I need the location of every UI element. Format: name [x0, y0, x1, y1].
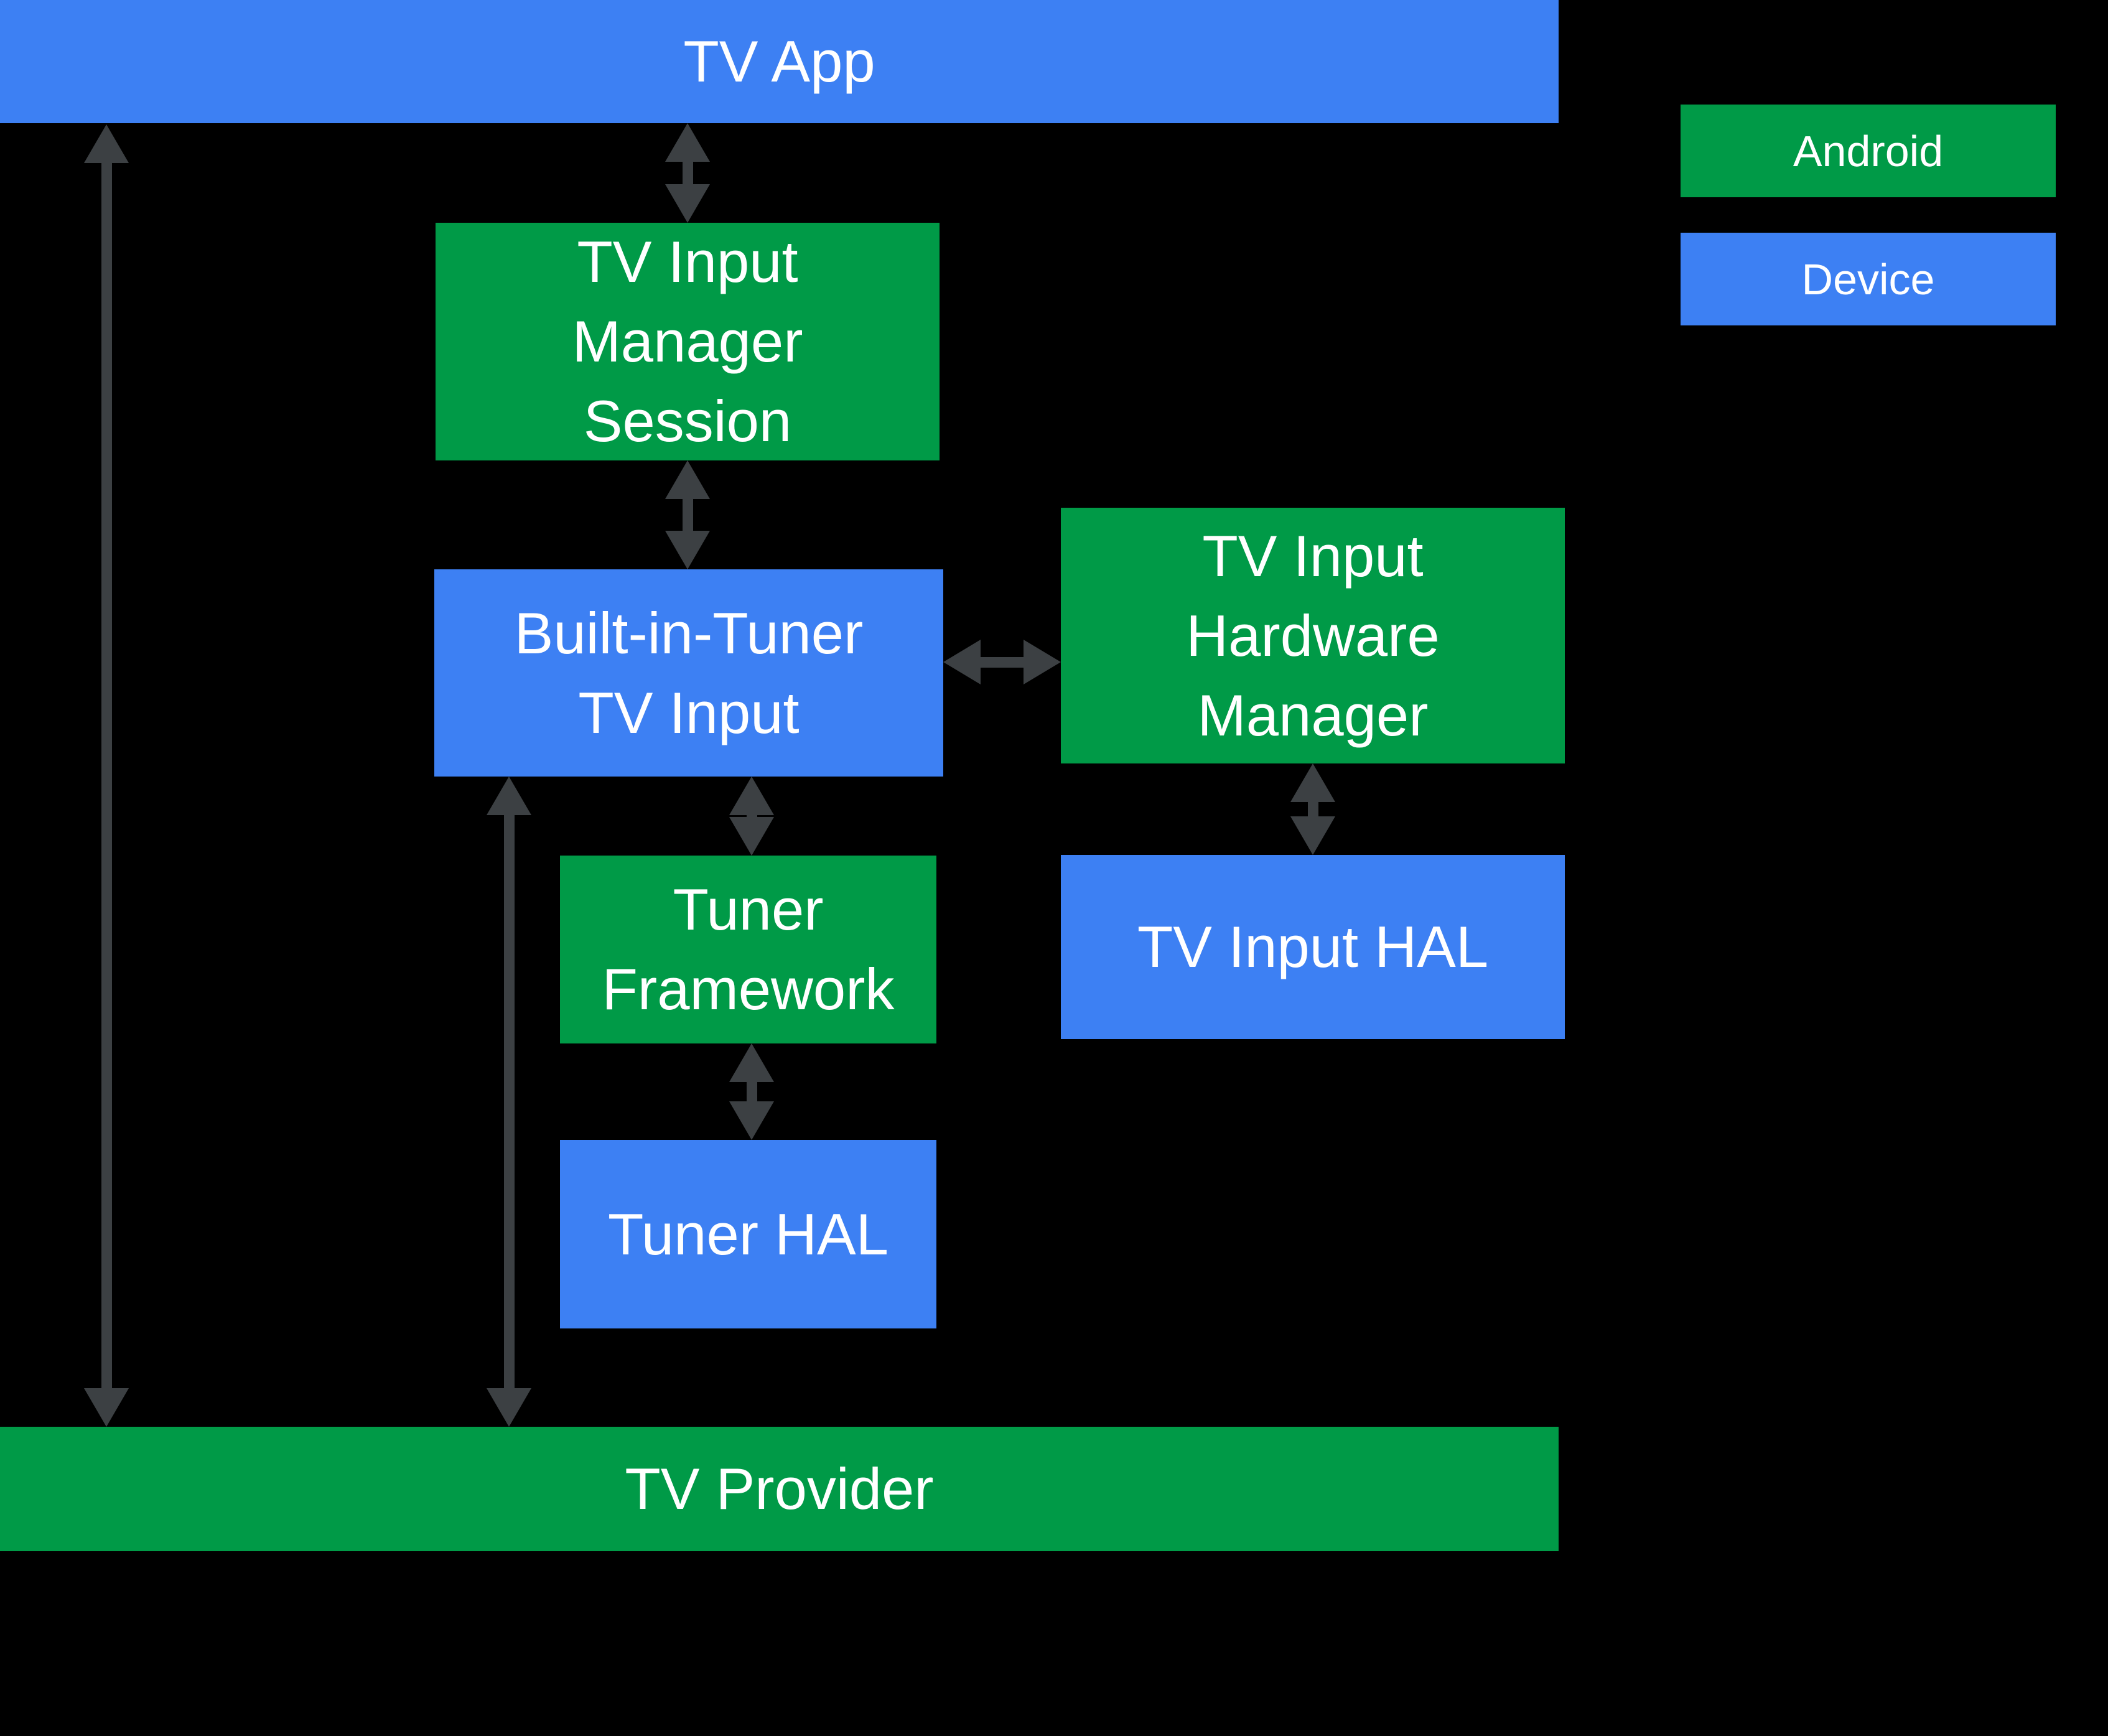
- node-tv-app-label: TV App: [683, 29, 875, 94]
- arrow-tvims-built-in-tuner: [665, 460, 710, 569]
- node-tv-input-hardware-manager-label-line: Manager: [1197, 682, 1429, 748]
- arrow-down-icon: [665, 531, 710, 569]
- node-tv-provider: TV Provider: [0, 1427, 1559, 1551]
- arrow-down-icon: [729, 1101, 774, 1140]
- arrow-tv-app-tv-input-manager-session: [665, 123, 710, 223]
- arrow-down-icon: [487, 1388, 531, 1427]
- node-built-in-tuner-tv-input-label-line: Built-in-Tuner: [514, 600, 864, 666]
- arrow-up-icon: [665, 123, 710, 162]
- legend-android-label: Android: [1793, 126, 1944, 175]
- arrow-built-in-tuner-tv-provider: [487, 777, 531, 1427]
- arrow-right-icon: [1024, 640, 1061, 684]
- node-tuner-framework-label-line: Framework: [602, 956, 895, 1022]
- node-tv-input-hal: TV Input HAL: [1061, 855, 1565, 1039]
- arrow-up-icon: [487, 777, 531, 815]
- arrow-built-in-tuner-tvihm: [943, 640, 1061, 684]
- arrow-down-icon: [84, 1388, 129, 1427]
- arrow-left-icon: [943, 640, 981, 684]
- node-tv-input-manager-session-label-line: Manager: [572, 309, 803, 374]
- node-tv-app: TV App: [0, 0, 1559, 123]
- arrow-built-in-tuner-tuner-framework: [729, 777, 774, 856]
- arrow-up-icon: [665, 460, 710, 499]
- node-built-in-tuner-tv-input: Built-in-Tuner TV Input: [434, 569, 943, 777]
- node-tuner-hal: Tuner HAL: [560, 1140, 936, 1328]
- node-tv-provider-label: TV Provider: [625, 1456, 934, 1521]
- node-tv-input-hardware-manager: TV Input Hardware Manager: [1061, 508, 1565, 763]
- arrow-down-icon: [1290, 816, 1335, 855]
- arrow-down-icon: [665, 184, 710, 223]
- arrow-up-icon: [1290, 763, 1335, 802]
- node-tv-input-manager-session-label-line: TV Input: [577, 229, 798, 294]
- node-tv-input-manager-session: TV Input Manager Session: [436, 223, 940, 460]
- node-tv-input-hal-label: TV Input HAL: [1137, 914, 1489, 979]
- node-tv-input-hardware-manager-label-line: Hardware: [1186, 602, 1440, 668]
- node-tuner-framework-label-line: Tuner: [673, 877, 824, 942]
- arrow-down-icon: [729, 817, 774, 856]
- node-tuner-hal-label: Tuner HAL: [607, 1201, 889, 1267]
- legend-device-box: Device: [1681, 233, 2056, 325]
- node-tv-input-manager-session-label-line: Session: [583, 388, 792, 454]
- arrow-tv-app-tv-provider: [84, 124, 129, 1427]
- node-built-in-tuner-tv-input-label-line: TV Input: [578, 679, 800, 745]
- arrow-tuner-framework-tuner-hal: [729, 1043, 774, 1140]
- arrow-up-icon: [84, 124, 129, 163]
- arrow-tvihm-tv-input-hal: [1290, 763, 1335, 855]
- legend-android-box: Android: [1681, 105, 2056, 197]
- arrow-up-icon: [729, 777, 774, 815]
- node-tv-input-hardware-manager-label-line: TV Input: [1202, 523, 1424, 589]
- legend-device-label: Device: [1801, 254, 1935, 304]
- arrow-up-icon: [729, 1043, 774, 1082]
- node-tuner-framework: Tuner Framework: [560, 856, 936, 1043]
